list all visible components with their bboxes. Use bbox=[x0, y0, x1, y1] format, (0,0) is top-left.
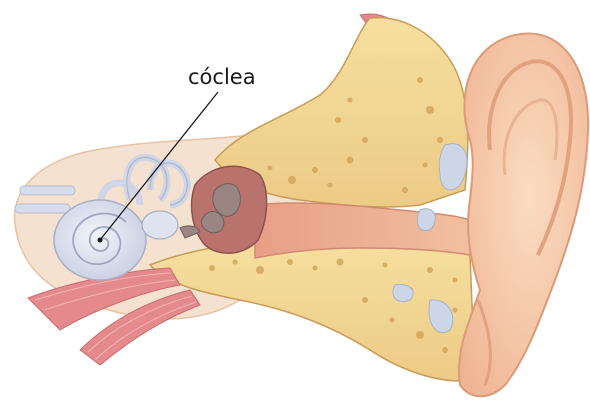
cochlea-label: cóclea bbox=[188, 65, 256, 89]
pinna bbox=[459, 33, 588, 396]
cochlea-leader-dot bbox=[98, 238, 103, 243]
